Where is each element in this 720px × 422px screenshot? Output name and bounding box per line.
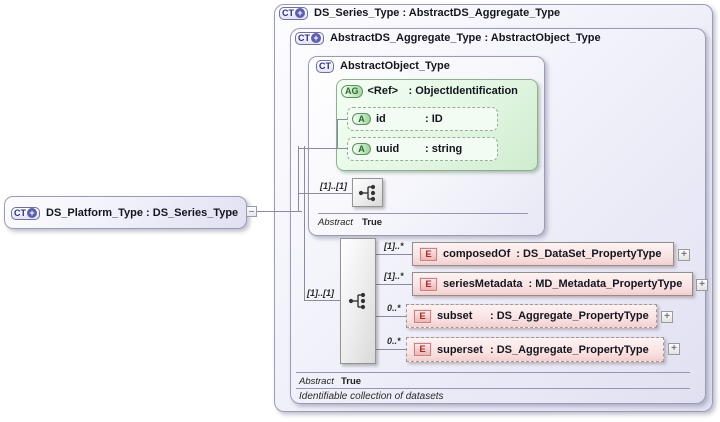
sequence-icon [348,292,366,310]
element-subset[interactable]: E subset : DS_Aggregate_PropertyType [406,304,657,328]
abstract-label: Abstract [318,217,353,228]
element-seriesMetadata[interactable]: E seriesMetadata : MD_Metadata_PropertyT… [412,272,693,296]
sequence-cardinality: [1]..[1] [307,288,334,298]
attribute-type: : string [425,143,463,155]
element-cardinality: 0..* [387,336,401,346]
complex-type-icon-label: CT [14,207,26,218]
collapse-dash-icon [249,211,254,212]
sequence-icon [358,184,375,201]
connector-line [376,349,407,350]
attribute-name: id [376,113,386,125]
attribute-group-type: : ObjectIdentification [408,85,518,97]
connector-line [337,119,338,149]
complex-type-icon-label: CT [298,32,310,43]
connector-line [376,254,413,255]
sequence-cardinality: [1]..[1] [320,181,347,191]
derived-plus-icon: + [311,33,321,43]
derived-plus-icon: + [295,8,305,18]
attribute-id-box[interactable]: A id : ID [347,107,498,131]
connector-line [337,119,351,120]
type-annotation: Identifiable collection of datasets [299,391,444,402]
element-icon: E [420,247,437,261]
complex-type-icon: CT+ [279,6,308,20]
expand-button[interactable]: + [696,279,708,291]
abstract-label: Abstract [299,376,334,387]
connector-line [298,148,351,149]
ds-platform-header: CT+ DS_Platform_Type : DS_Series_Type [11,206,238,220]
attribute-group-icon: AG [341,84,363,98]
attribute-group-name: <Ref> [367,85,399,97]
element-superset[interactable]: E superset : DS_Aggregate_PropertyType [406,337,664,362]
element-name: composedOf [443,248,511,260]
connector-line [304,146,305,301]
complex-type-icon: CT [316,59,334,73]
attribute-name: uuid [376,143,400,155]
expand-button[interactable]: + [661,311,673,323]
complex-type-icon-label: CT [319,60,331,71]
footer-divider [296,372,690,373]
ds-series-type-header: CT+ DS_Series_Type : AbstractDS_Aggregat… [279,6,560,20]
complex-type-icon: CT+ [295,31,324,45]
element-name: seriesMetadata [443,278,523,290]
ds-series-type-title: DS_Series_Type : AbstractDS_Aggregate_Ty… [314,7,561,19]
sequence-compositor[interactable] [340,238,376,364]
abstract-ds-aggregate-header: CT+ AbstractDS_Aggregate_Type : Abstract… [295,31,601,45]
element-cardinality: 0..* [387,303,401,313]
collapse-handle[interactable] [246,206,257,217]
element-icon: E [420,277,437,291]
connector-line [298,146,299,212]
attribute-type: : ID [425,113,443,125]
attribute-uuid-box[interactable]: A uuid : string [347,137,498,161]
expand-button[interactable]: + [668,343,680,355]
element-type: : DS_DataSet_PropertyType [516,248,662,260]
attribute-icon: A [352,143,371,155]
attribute-group-header: AG <Ref> : ObjectIdentification [341,84,518,98]
abstract-value: True [341,376,362,387]
connector-line [376,316,407,317]
element-type: : DS_Aggregate_PropertyType [490,310,649,322]
element-icon: E [414,309,431,323]
complex-type-icon-label: CT [282,7,294,18]
abstract-object-header: CT AbstractObject_Type [316,59,450,73]
connector-line [256,211,302,212]
sequence-compositor[interactable] [352,178,383,207]
attribute-icon: A [352,113,371,125]
element-type: : DS_Aggregate_PropertyType [490,343,649,356]
element-name: subset [437,310,473,322]
expand-button[interactable]: + [678,249,690,261]
footer-divider [318,213,528,214]
element-name: superset [437,343,483,356]
connector-line [304,300,341,301]
connector-line [298,193,353,194]
ds-platform-title: DS_Platform_Type : DS_Series_Type [46,207,239,219]
complex-type-icon: CT+ [11,206,40,220]
element-icon: E [414,343,431,356]
ds-platform-type-box[interactable] [4,196,247,229]
connector-line [376,284,413,285]
abstract-object-title: AbstractObject_Type [340,60,450,72]
element-composedOf[interactable]: E composedOf : DS_DataSet_PropertyType [412,242,674,266]
abstract-ds-aggregate-title: AbstractDS_Aggregate_Type : AbstractObje… [330,32,601,44]
element-cardinality: [1]..* [384,271,404,281]
element-cardinality: [1]..* [384,241,404,251]
element-type: : MD_Metadata_PropertyType [528,278,683,290]
derived-plus-icon: + [27,208,37,218]
footer-divider [296,388,690,389]
abstract-value: True [362,217,383,228]
